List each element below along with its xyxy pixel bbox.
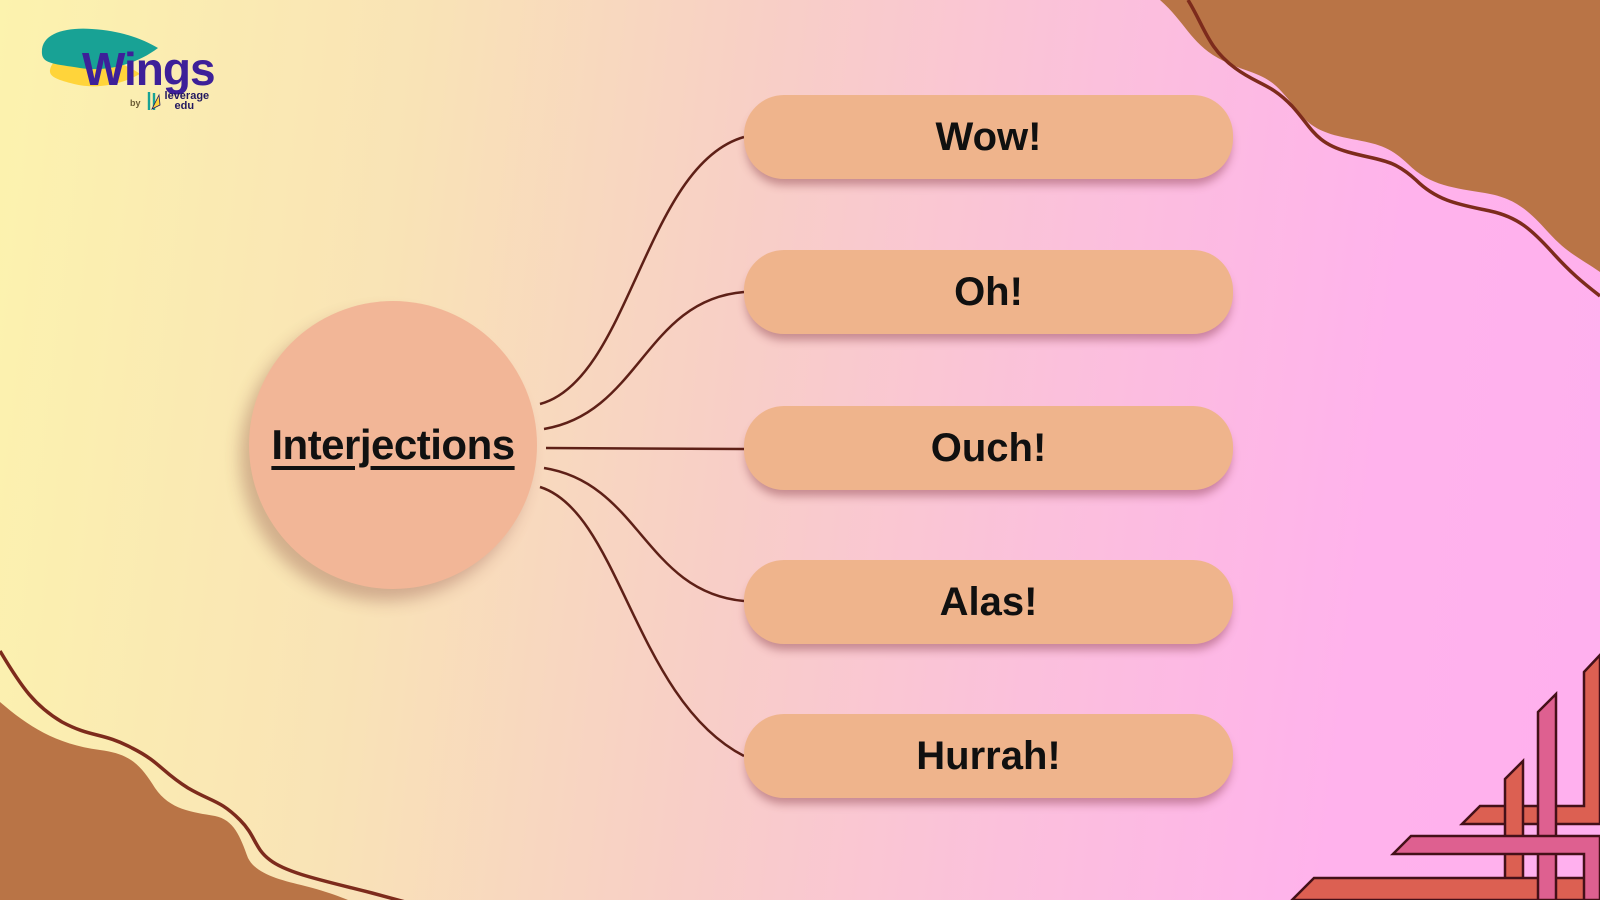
connector-line-oh [543, 290, 745, 431]
ornament-bottom-salmon-bar [1290, 876, 1600, 900]
node-label: Wow! [935, 114, 1042, 159]
node-label: Hurrah! [916, 733, 1061, 778]
edu-label: edu [174, 100, 195, 112]
brand-name: Wings [82, 43, 216, 95]
connector-line-hurrah [539, 485, 745, 758]
connector-line-wow [539, 135, 745, 406]
connector-lines [539, 135, 745, 758]
leverage-edu-text: leverage edu [164, 90, 210, 112]
bottom-left-wave-shape [0, 702, 348, 900]
connector-line-ouch [545, 446, 745, 451]
brand-subline: by leverage edu [130, 90, 209, 112]
bottom-left-wave-accent-line [0, 650, 405, 900]
ornament-salmon-vertical-bar [1503, 757, 1525, 900]
node-label: Ouch! [930, 425, 1047, 470]
ornament-salmon-horizontal-bar [1458, 653, 1600, 826]
wing-icon [41, 28, 158, 87]
brand-by-label: by [130, 98, 141, 108]
node-label: Alas! [939, 579, 1038, 624]
wings-logo: Wings by leverage edu [38, 18, 248, 118]
leverage-label: leverage [164, 90, 210, 102]
leverage-edu-lockup: leverage edu [147, 90, 210, 112]
connector-line-alas [543, 466, 745, 603]
ornament-rose-horizontal-bar [1389, 834, 1600, 900]
top-right-wave-shape [1160, 0, 1600, 272]
corner-ornament [1290, 653, 1600, 900]
node-label: Oh! [954, 269, 1023, 314]
topic-circle: Interjections [249, 301, 537, 589]
book-pencil-icon [147, 92, 160, 110]
topic-label: Interjections [271, 421, 515, 468]
top-right-wave-accent-line [1186, 0, 1600, 298]
node-ouch: Ouch! [744, 406, 1233, 490]
node-wow: Wow! [744, 95, 1233, 179]
node-alas: Alas! [744, 560, 1233, 644]
ornament-rose-vertical-bar [1536, 690, 1558, 900]
node-hurrah: Hurrah! [744, 714, 1233, 798]
node-oh: Oh! [744, 250, 1233, 334]
